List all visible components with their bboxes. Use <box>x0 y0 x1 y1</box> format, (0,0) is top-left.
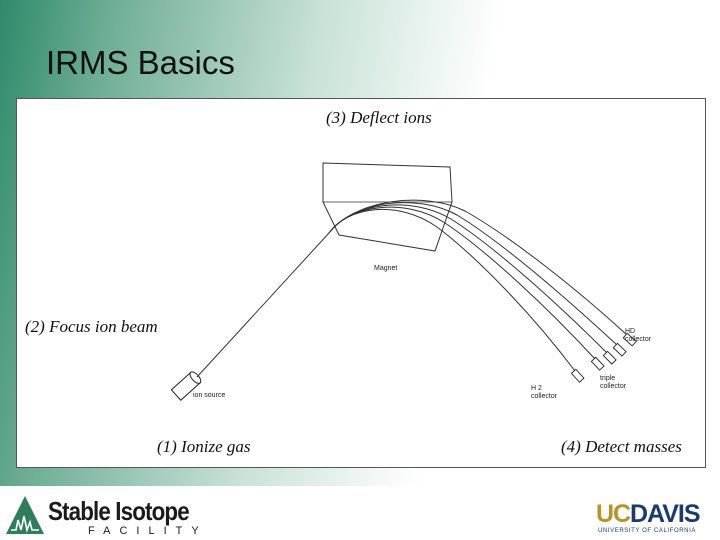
slide-footer <box>0 486 720 540</box>
irms-diagram: (3) Deflect ions (2) Focus ion beam (1) … <box>16 98 706 468</box>
h2-collector-label-line2: collector <box>531 393 558 400</box>
ucd-university-text: UNIVERSITY OF CALIFORNIA <box>598 528 696 534</box>
hd-collector-label-line1: HD <box>625 328 636 335</box>
ion-beam-4 <box>328 202 618 346</box>
ion-beam-h2 <box>328 208 576 372</box>
sif-subtitle: FACILITY <box>88 525 208 537</box>
h2-collector-label-line1: H 2 <box>531 385 542 392</box>
sif-title: Stable Isotope <box>48 496 190 526</box>
ion-source-device <box>170 371 202 401</box>
ion-beam-path <box>196 232 330 378</box>
triple-collector-label: triple collector <box>600 375 626 391</box>
step-ionize-gas: (1) Ionize gas <box>157 437 251 456</box>
magnet-label: Magnet <box>374 265 398 272</box>
ucd-uc-text: UC <box>596 500 631 528</box>
step-deflect-ions: (3) Deflect ions <box>326 108 432 127</box>
step-detect-masses: (4) Detect masses <box>561 437 682 456</box>
ion-beam-2 <box>328 206 596 360</box>
irms-diagram-drawing <box>170 162 637 401</box>
triple-collector-label-line1: triple <box>600 375 616 382</box>
ion-beam-3 <box>328 204 608 354</box>
stable-isotope-facility-logo: Stable Isotope FACILITY <box>4 494 204 538</box>
h2-collector <box>570 368 585 383</box>
ion-beam-hd <box>328 199 628 336</box>
sif-triangle-icon <box>6 496 44 534</box>
triple-collector-3 <box>612 342 627 357</box>
ion-source-label: ion source <box>193 392 226 399</box>
hd-collector-label: HD collector <box>625 328 651 344</box>
triple-collector-1 <box>590 356 605 371</box>
step-focus-ion-beam: (2) Focus ion beam <box>25 317 158 336</box>
uc-davis-logo: UC DAVIS UNIVERSITY OF CALIFORNIA <box>596 500 714 538</box>
hd-collector-label-line2: collector <box>625 336 652 343</box>
triple-collector-2 <box>602 350 617 365</box>
h2-collector-label: H 2 collector <box>531 385 557 401</box>
slide-title: IRMS Basics <box>46 44 235 81</box>
ucd-davis-text: DAVIS <box>630 500 701 528</box>
triple-collector-label-line2: collector <box>600 383 627 390</box>
hd-collector <box>622 332 637 347</box>
